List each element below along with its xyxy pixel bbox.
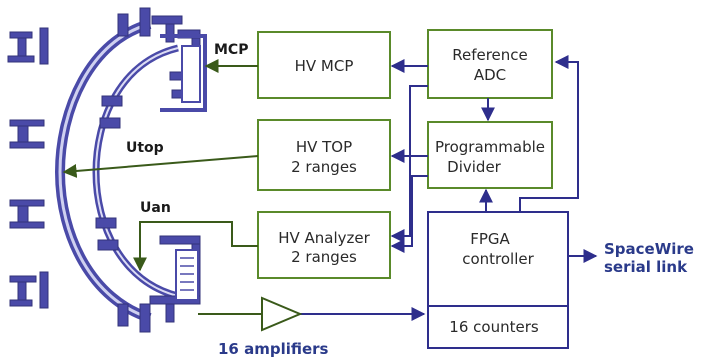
control-wiring bbox=[300, 55, 598, 321]
utop-signal-label: Utop bbox=[126, 140, 164, 156]
fpga-controller-box: FPGA controller 16 counters bbox=[427, 211, 569, 349]
amplifier-icon bbox=[261, 296, 303, 332]
reference-label-2: ADC bbox=[474, 66, 506, 84]
fpga-label-1: FPGA bbox=[470, 230, 510, 248]
hv-top-box: HV TOP 2 ranges bbox=[257, 119, 391, 191]
divider-label-2: Divider bbox=[447, 158, 502, 176]
divider-label-1: Programmable bbox=[435, 138, 545, 156]
spacewire-label-2: serial link bbox=[604, 258, 688, 276]
hv-output-wiring bbox=[62, 59, 262, 315]
hv-mcp-label: HV MCP bbox=[295, 57, 354, 75]
hv-analyzer-label-1: HV Analyzer bbox=[278, 229, 370, 247]
amplifiers-label: 16 amplifiers bbox=[218, 340, 329, 358]
hv-analyzer-box: HV Analyzer 2 ranges bbox=[257, 211, 391, 279]
uan-signal-label: Uan bbox=[140, 200, 171, 216]
reference-label-1: Reference bbox=[452, 46, 528, 64]
hv-top-label-1: HV TOP bbox=[296, 138, 352, 156]
programmable-divider-box: Programmable Divider bbox=[427, 121, 553, 189]
reference-adc-box: Reference ADC bbox=[427, 29, 553, 99]
detector-cross-section-icon bbox=[7, 7, 207, 333]
hv-mcp-box: HV MCP bbox=[257, 31, 391, 99]
mcp-signal-label: MCP bbox=[214, 42, 248, 58]
hv-analyzer-label-2: 2 ranges bbox=[291, 248, 357, 266]
counters-label: 16 counters bbox=[449, 318, 539, 336]
fpga-label-2: controller bbox=[462, 250, 534, 268]
spacewire-label-1: SpaceWire bbox=[604, 240, 694, 258]
hv-top-label-2: 2 ranges bbox=[291, 158, 357, 176]
